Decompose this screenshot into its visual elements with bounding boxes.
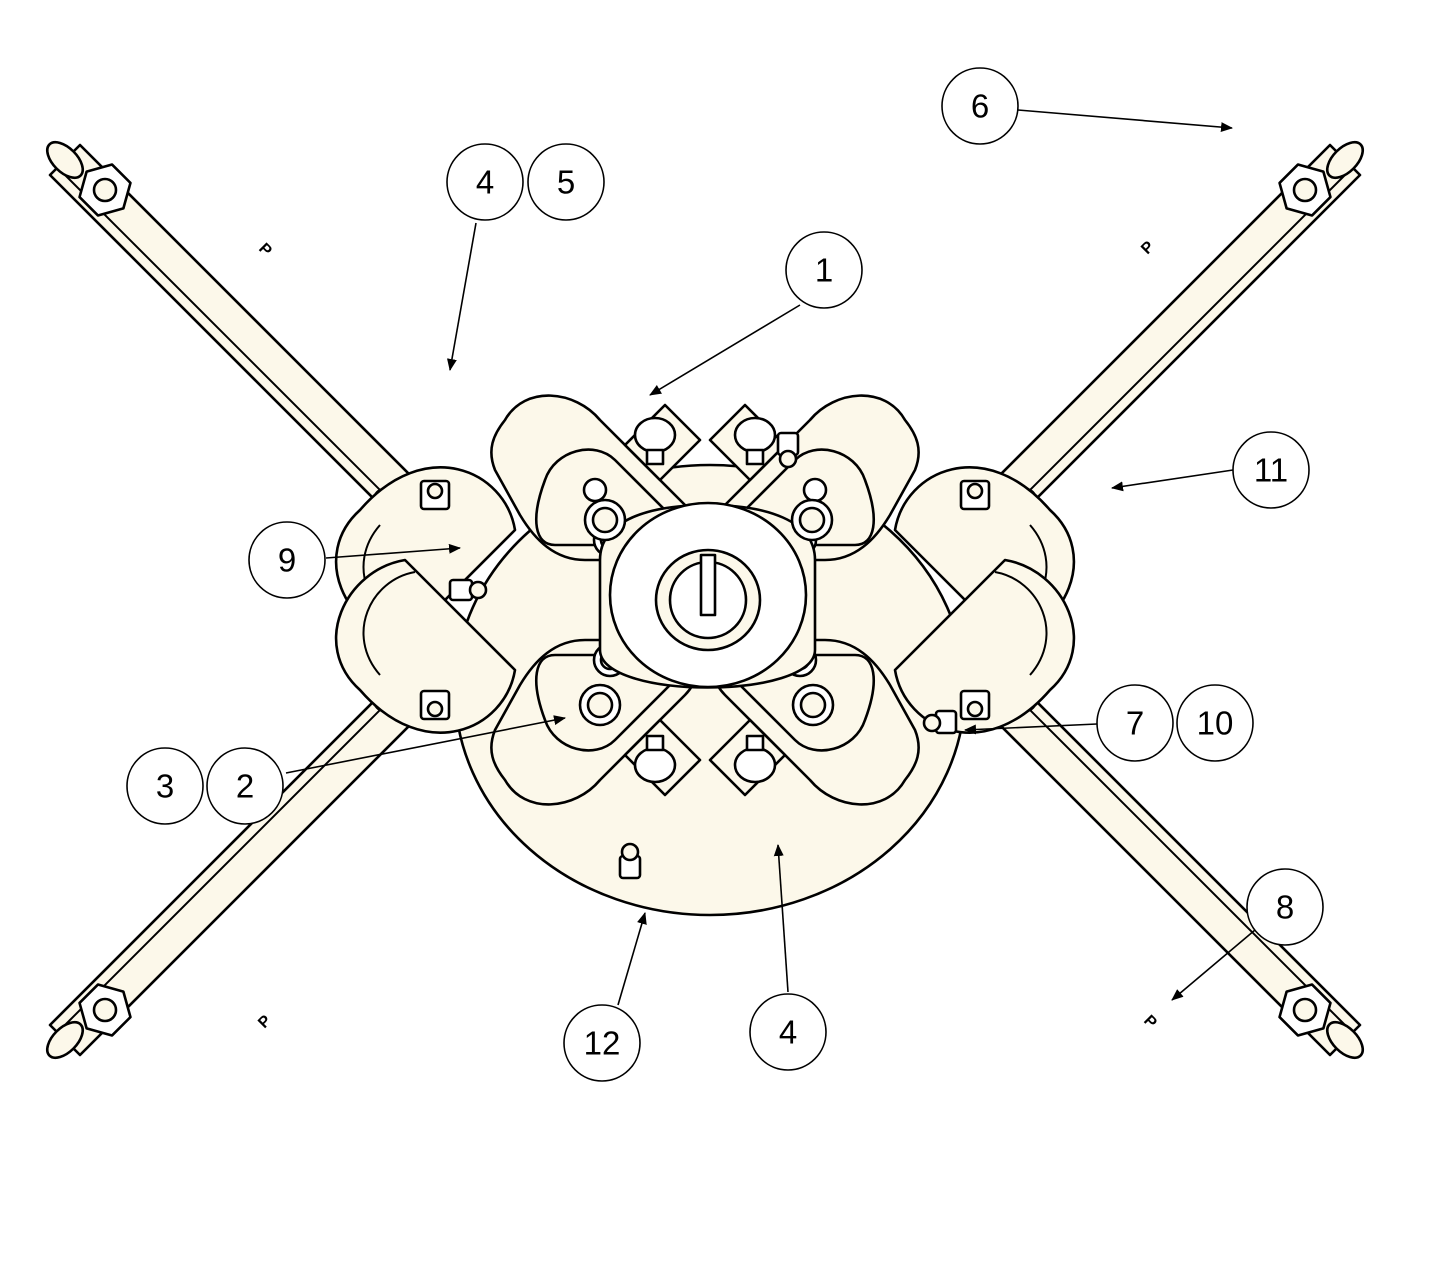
callout-11: 11 xyxy=(1232,431,1310,509)
callout-6: 6 xyxy=(941,67,1019,145)
callout-2-label: 2 xyxy=(236,768,254,805)
callout-5: 5 xyxy=(527,143,605,221)
hub-nut-lower-left xyxy=(578,683,622,727)
hub-nut-upper-right xyxy=(790,498,834,542)
arm-mark-lower-right: P xyxy=(1140,1012,1160,1032)
callout-4-upper-label: 4 xyxy=(476,164,494,201)
callout-1: 1 xyxy=(785,231,863,309)
leader-lines xyxy=(285,109,1256,1006)
grease-fitting-left xyxy=(448,578,488,602)
leader-12 xyxy=(617,912,647,1006)
leader-7 xyxy=(964,723,1098,735)
callout-11-label: 11 xyxy=(1254,452,1288,489)
callout-3: 3 xyxy=(126,747,204,825)
callout-12: 12 xyxy=(563,1004,641,1082)
hub-nut-lower-right xyxy=(791,683,835,727)
callout-4-upper: 4 xyxy=(446,143,524,221)
hub-nut-upper-left xyxy=(583,498,627,542)
grease-fitting-right xyxy=(922,709,958,735)
callout-4-lower-label: 4 xyxy=(779,1014,797,1051)
callout-7: 7 xyxy=(1096,684,1174,762)
leader-1 xyxy=(649,304,801,396)
callout-10-label: 10 xyxy=(1197,705,1234,742)
callout-8-label: 8 xyxy=(1276,889,1294,926)
grease-fitting-top xyxy=(776,431,800,469)
callout-10: 10 xyxy=(1176,684,1254,762)
callout-8: 8 xyxy=(1246,868,1324,946)
callout-4-lower: 4 xyxy=(749,993,827,1071)
hub-boss xyxy=(598,501,817,689)
callout-5-label: 5 xyxy=(557,164,575,201)
callout-9-label: 9 xyxy=(278,542,296,579)
leader-6 xyxy=(1017,109,1233,133)
leader-4-lower xyxy=(773,844,789,993)
leader-11 xyxy=(1111,469,1234,492)
leader-9 xyxy=(325,543,461,559)
callout-12-label: 12 xyxy=(584,1025,621,1062)
callout-1-label: 1 xyxy=(815,252,833,289)
callout-6-label: 6 xyxy=(971,88,989,125)
leader-8 xyxy=(1171,929,1256,1001)
callout-7-label: 7 xyxy=(1126,705,1144,742)
grease-fitting-bottom xyxy=(618,842,642,880)
arm-mark-lower-left: P xyxy=(255,1012,275,1032)
callout-9: 9 xyxy=(248,521,326,599)
leader-2 xyxy=(285,715,566,774)
callout-3-label: 3 xyxy=(156,768,174,805)
arm-mark-upper-left: P xyxy=(255,240,275,260)
arm-mark-upper-right: P xyxy=(1138,238,1158,258)
callout-2: 2 xyxy=(206,747,284,825)
leader-4-upper xyxy=(446,222,477,371)
